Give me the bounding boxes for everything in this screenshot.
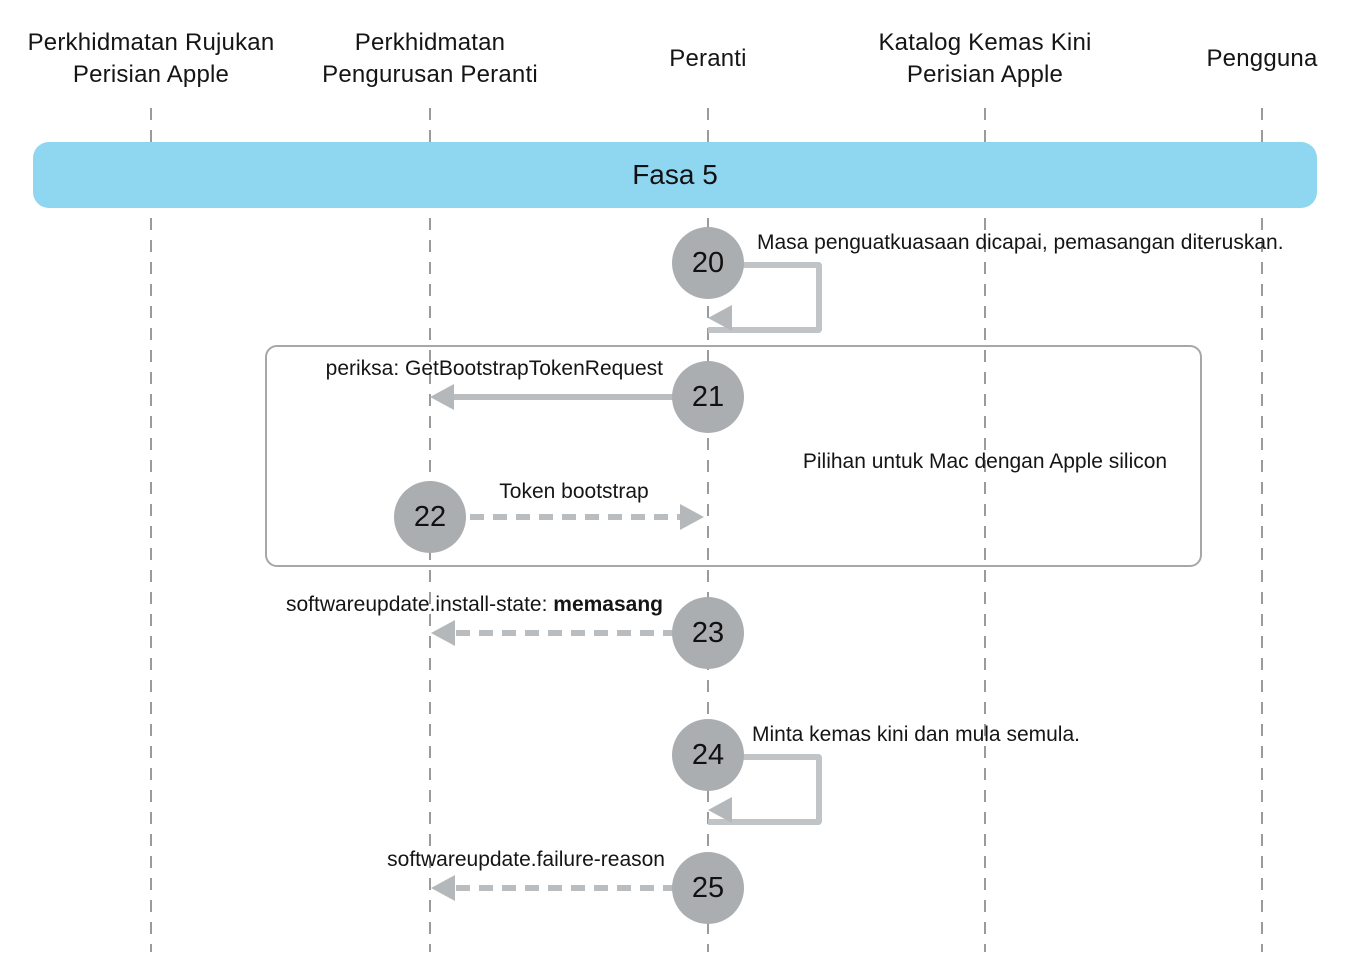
step-20-badge: 20	[672, 227, 744, 299]
step-21-badge: 21	[672, 361, 744, 433]
step-23-badge: 23	[672, 597, 744, 669]
message-line-21	[448, 394, 700, 400]
actor-label-line: Katalog Kemas Kini	[878, 29, 1092, 56]
lifeline-device	[707, 108, 709, 952]
optional-group-label: Pilihan untuk Mac dengan Apple silicon	[802, 450, 1168, 473]
self-loop-arrow-20	[708, 262, 822, 333]
message-label-23-bold: memasang	[553, 593, 663, 616]
message-label-24: Minta kemas kini dan mula semula.	[752, 723, 1080, 746]
actor-label-line: Perkhidmatan	[354, 29, 506, 56]
message-label-23-prefix: softwareupdate.install-state:	[285, 593, 554, 616]
message-label-21: periksa: GetBootstrapTokenRequest	[325, 357, 663, 380]
message-label-23: softwareupdate.install-state: memasang	[286, 592, 663, 618]
arrowhead-left-icon	[431, 875, 455, 901]
arrowhead-left-icon	[708, 305, 732, 331]
message-line-22	[470, 514, 680, 520]
lifeline-apple-software-update-catalog	[984, 108, 986, 952]
arrowhead-right-icon	[680, 504, 704, 530]
arrowhead-left-icon	[708, 797, 732, 823]
actor-label-line: Pengguna	[1206, 45, 1318, 72]
lifeline-user	[1261, 108, 1263, 952]
actor-apple-software-update-catalog: Katalog Kemas Kini Perisian Apple	[815, 26, 1155, 92]
message-label-22: Token bootstrap	[499, 480, 649, 503]
lifeline-apple-software-lookup-service	[150, 108, 152, 952]
step-25-badge: 25	[672, 852, 744, 924]
actor-label-line: Perkhidmatan Rujukan	[27, 29, 275, 56]
actor-label-line: Peranti	[669, 45, 747, 72]
message-line-25	[456, 885, 676, 891]
actor-device-management-service: Perkhidmatan Pengurusan Peranti	[260, 26, 600, 92]
arrowhead-left-icon	[431, 620, 455, 646]
actor-label-line: Perisian Apple	[72, 61, 230, 88]
actor-label-line: Pengurusan Peranti	[322, 61, 538, 88]
actor-device: Peranti	[538, 26, 878, 92]
phase-banner: Fasa 5	[33, 142, 1317, 208]
actor-apple-software-lookup-service: Perkhidmatan Rujukan Perisian Apple	[0, 26, 321, 92]
step-24-badge: 24	[672, 719, 744, 791]
arrowhead-left-icon	[430, 384, 454, 410]
optional-group-box	[265, 345, 1202, 567]
self-loop-arrow-24	[708, 754, 822, 825]
message-line-23	[456, 630, 676, 636]
step-22-badge: 22	[394, 481, 466, 553]
message-label-20: Masa penguatkuasaan dicapai, pemasangan …	[757, 231, 1284, 254]
actor-label-line: Perisian Apple	[906, 61, 1064, 88]
message-label-25: softwareupdate.failure-reason	[387, 848, 665, 871]
phase-banner-label: Fasa 5	[632, 159, 718, 190]
actor-user: Pengguna	[1092, 26, 1354, 92]
